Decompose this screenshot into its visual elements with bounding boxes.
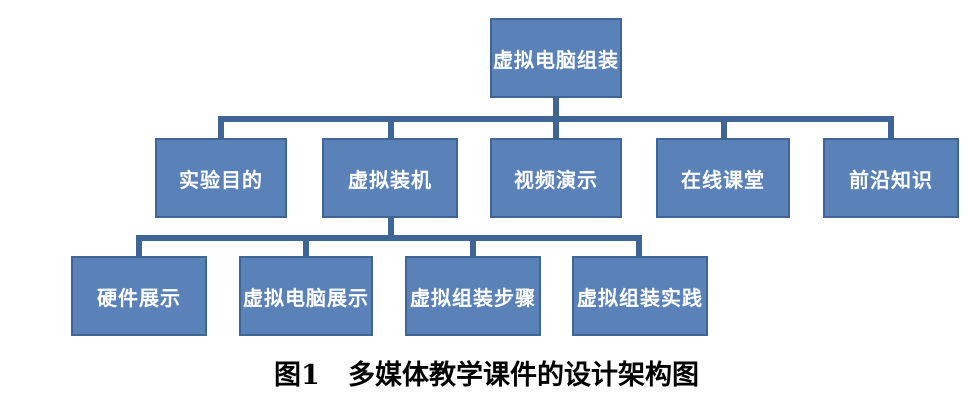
node-level2-2: 虚拟电脑展示 (239, 256, 373, 336)
node-level1-5: 前沿知识 (823, 138, 959, 218)
node-level1-4-label: 在线课堂 (681, 167, 765, 192)
node-level2-3: 虚拟组装步骤 (405, 256, 541, 336)
node-level1-3-label: 视频演示 (514, 167, 598, 192)
node-level2-3-label: 虚拟组装步骤 (410, 285, 536, 310)
connector-level2-drop-4 (636, 235, 642, 258)
connector-level2-bus (136, 235, 642, 241)
node-level1-2-label: 虚拟装机 (348, 167, 432, 192)
node-root: 虚拟电脑组装 (490, 18, 622, 98)
node-level1-1-label: 实验目的 (179, 167, 263, 192)
node-level1-3: 视频演示 (490, 138, 622, 218)
connector-root-stem (553, 96, 559, 119)
connector-level2-drop-3 (470, 235, 476, 258)
connector-level1-drop-4 (721, 116, 727, 140)
figure-caption: 图1 多媒体教学课件的设计架构图 (274, 359, 699, 391)
node-level2-2-label: 虚拟电脑展示 (243, 285, 369, 310)
connector-level2-stem (388, 215, 394, 238)
node-level1-4: 在线课堂 (656, 138, 790, 218)
node-level2-4-label: 虚拟组装实践 (577, 285, 703, 310)
node-level2-4: 虚拟组装实践 (572, 256, 708, 336)
node-level2-1-label: 硬件展示 (97, 285, 181, 310)
node-level1-1: 实验目的 (155, 138, 287, 218)
node-level2-1: 硬件展示 (71, 256, 207, 336)
connector-level1-drop-1 (218, 116, 224, 140)
connector-level2-drop-1 (136, 235, 142, 258)
connector-level2-drop-2 (303, 235, 309, 258)
node-root-label: 虚拟电脑组装 (493, 47, 619, 72)
connector-level1-drop-5 (888, 116, 894, 140)
node-level1-5-label: 前沿知识 (849, 167, 933, 192)
node-level1-2: 虚拟装机 (322, 138, 458, 218)
connector-level1-drop-2 (388, 116, 394, 140)
connector-level1-drop-3 (553, 116, 559, 140)
